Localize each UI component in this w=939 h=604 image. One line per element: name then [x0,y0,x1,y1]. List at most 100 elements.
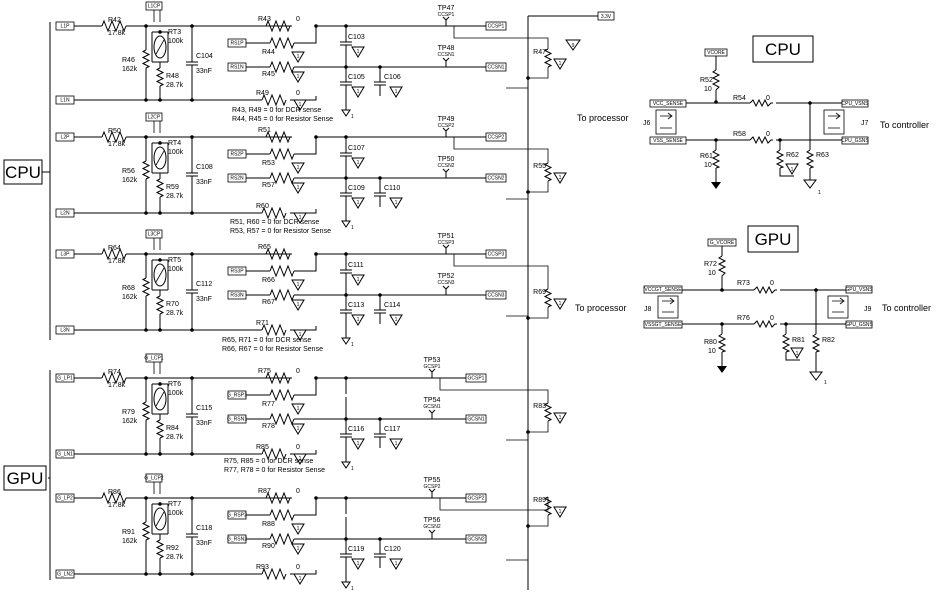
phase-5-lcp-label: G_LCP2 [144,476,163,482]
gpu-vsns-flag [845,285,873,294]
cpu-j7-label: J7 [861,120,869,127]
phase-3-rt-label: RT5 [168,257,181,264]
phase-3-cc1-tri [351,274,365,286]
phase-3-rl-label: R68 [122,285,135,292]
phase-1-rsp-net [246,26,317,44]
phase-5-cc3-tri [389,558,403,570]
phase-3-outn-label: CCSN3 [488,293,505,299]
phase-3-cc1-body [340,269,352,274]
phase-4: G_LP1G_LN1R7417.8kR79162kG_LCP1RT6100kR8… [55,353,567,472]
phase-1-r4-tri [293,99,307,111]
phase-4-tpp-pin [428,368,436,378]
phase-1-rt-frame [151,31,169,63]
phase-5-rtop-label: R86 [108,489,121,496]
phase-5-r2-tri-mark: 1 [297,526,300,532]
phase-3: L3PL3NR6417.8kR68162kL3CPRT5100kR7028.7k… [55,229,567,348]
phase-1-r2-body [269,36,295,50]
gpu-r80-body [717,333,727,353]
phase-2-rtop-label: R50 [108,128,121,135]
phase-5-gnd [341,581,351,589]
phase-1-cc2-tri-mark: 1 [357,89,360,95]
phase-5-rt-slash [155,511,165,527]
phase-3-cc3-label: C114 [384,302,400,309]
cpu-to-controller: To controller [880,120,929,130]
phase-3-rr-body [543,288,553,308]
rail-3v3-label: 3.3V [601,14,612,20]
phase-5-gnd-mark: 1 [351,586,354,592]
phase-4-r4-label: R85 [256,444,269,451]
phase-2-r3-tri-mark: 1 [297,185,300,191]
phase-4-outp-label: GCSP1 [468,376,485,382]
phase-2-cc1-tri-mark: 1 [357,160,360,166]
phase-2-tpn-net: CCSN2 [438,163,455,169]
phase-5-tpn-pin [428,529,436,539]
phase-3-tpp-label: TP51 [438,233,455,240]
phase-4-cc2-tri [351,438,365,450]
phase-2-rr-tri-mark: 1 [559,175,562,181]
phase-4-c-body [186,413,198,418]
cpu-vcc-sense-label: VCC_SENSE [653,101,684,107]
phase-4-rsp-net [246,378,317,396]
phase-3-rsn-label: RS3N [230,293,244,299]
phase-4-rl-value: 162k [122,418,138,425]
phase-4-rr-label: R83 [533,403,546,410]
phase-5-rtop-value: 17.8k [108,502,126,509]
note-8: R77, R78 = 0 for Resistor Sense [224,467,325,474]
phase-2-r1-label: R51 [258,127,271,134]
phase-5-rl-value: 162k [122,538,138,545]
phase-4-rsn-label: G_RSN1 [227,417,247,423]
phase-1-dot-j [378,65,382,69]
phase-5-rtop [101,491,127,505]
gpu-section-label: GPU [7,469,44,488]
phase-1-rail-dot [526,76,530,80]
phase-5-rsp-net [246,498,317,516]
cpu-j7-connector [823,109,845,135]
phase-5-r1-body [265,491,291,505]
phase-2-gnd [341,220,351,228]
phase-5-r3-tri-mark: 1 [297,546,300,552]
phase-1-cc3-tri-mark: 1 [395,89,398,95]
phase-2-rr-tri [553,172,567,184]
phase-2-c-body [186,172,198,177]
phase-5-cc2-tri-mark: 1 [357,561,360,567]
phase-4-dot-j [378,417,382,421]
phase-5-rr-tri [553,506,567,518]
gpu-vsns-label: GPU_VSNS [845,287,873,293]
phase-4-r3-body [269,412,295,426]
cpu-r58-label: R58 [733,131,746,138]
phase-5-cc2-tri [351,558,365,570]
phase-3-r2-tri [291,279,305,291]
phase-2-r1-body [265,130,291,144]
phase-3-dot-d [158,328,162,332]
phase-1-rt-value: 100k [168,38,184,45]
phase-2-cc2-tri-mark: 1 [357,200,360,206]
phase-1-gnd [341,109,351,117]
phase-2-dot-d [158,211,162,215]
phase-5-r2-tri [291,523,305,535]
gpu-vccgt-sense-label: VCCGT_SENSE [644,287,682,293]
gpu-j8-connector [657,295,679,319]
cpu-j6-connector [655,109,677,135]
phase-1-r3-label: R45 [262,71,275,78]
phase-3-c-value: 33nF [196,296,212,303]
phase-2-rr-leads [453,137,549,193]
cpu-r52-body [711,69,721,91]
phase-1-r2-label: R44 [262,49,275,56]
phase-4-c-label: C115 [196,405,212,412]
phase-3-c-label: C112 [196,281,212,288]
phase-1-r3-tri-mark: 1 [297,74,300,80]
phase-1-c-value: 33nF [196,68,212,75]
phase-4-rr-body [543,402,553,422]
phase-3-cc3-tri-mark: 1 [395,317,398,323]
phase-4-rail-dot [526,430,530,434]
gpu-r72-label: R72 [704,261,717,268]
phase-2-gnd-mark: 1 [351,225,354,231]
phase-1-outn-label: CCSN1 [488,65,505,71]
phase-1-cc2-body [340,81,352,86]
phase-3-cc2-tri-mark: 1 [357,317,360,323]
phase-3-lp-label: L3P [61,252,71,258]
phase-3-cc1-tri-mark: 1 [357,277,360,283]
phase-4-rt-slash [155,391,165,407]
phase-4-rt-label: RT6 [168,381,181,388]
phase-1-lp-label: L1P [61,24,71,30]
